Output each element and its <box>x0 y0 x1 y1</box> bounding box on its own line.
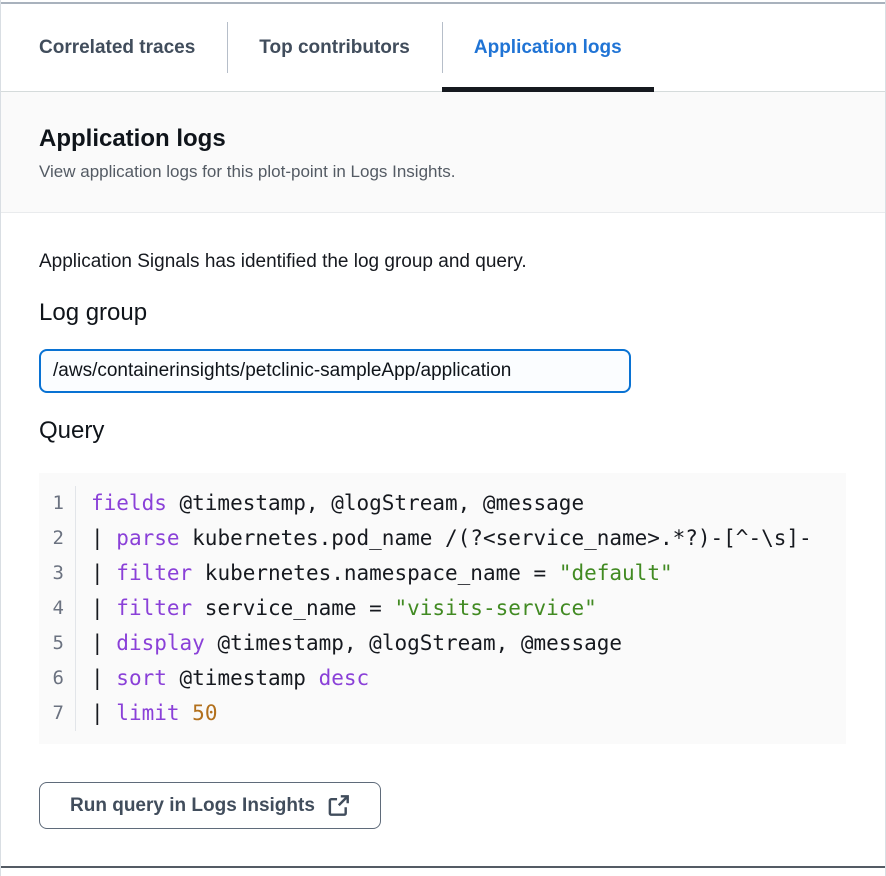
log-group-heading: Log group <box>39 299 148 326</box>
tab-top-contributors[interactable]: Top contributors <box>227 4 442 91</box>
panel-bottom-divider <box>1 866 885 868</box>
query-line: | filter kubernetes.namespace_name = "de… <box>91 561 673 585</box>
line-number: 4 <box>52 597 64 619</box>
query-line: | limit 50 <box>91 701 218 725</box>
panel-content: Application Signals has identified the l… <box>1 213 885 829</box>
query-heading: Query <box>39 417 105 444</box>
line-number: 1 <box>52 492 64 514</box>
line-number: 5 <box>52 632 64 654</box>
external-link-icon <box>327 794 350 817</box>
line-number: 7 <box>52 702 64 724</box>
line-number: 6 <box>52 667 64 689</box>
query-line: | sort @timestamp desc <box>91 666 370 690</box>
line-number: 3 <box>52 562 64 584</box>
page-title: Application logs <box>39 125 226 152</box>
query-line: | display @timestamp, @logStream, @messa… <box>91 631 623 655</box>
query-line: fields @timestamp, @logStream, @message <box>91 491 585 515</box>
query-code: fields @timestamp, @logStream, @message |… <box>76 486 846 731</box>
query-editor: 1 2 3 4 5 6 7 fields @timestamp, @logStream, @… <box>39 473 846 744</box>
panel-header: Application logs View application logs f… <box>1 92 885 213</box>
run-query-button-label: Run query in Logs Insights <box>70 794 315 816</box>
line-number-gutter: 1 2 3 4 5 6 7 <box>39 486 76 731</box>
line-number: 2 <box>52 527 64 549</box>
panel-top-divider <box>1 2 885 4</box>
page-subtitle: View application logs for this plot-poin… <box>39 162 456 181</box>
intro-text: Application Signals has identified the l… <box>39 251 527 272</box>
query-line: | filter service_name = "visits-service" <box>91 596 597 620</box>
log-group-input[interactable] <box>39 349 631 393</box>
run-query-button[interactable]: Run query in Logs Insights <box>39 782 381 829</box>
tab-correlated-traces[interactable]: Correlated traces <box>39 36 196 58</box>
tab-application-logs[interactable]: Application logs <box>441 4 654 92</box>
query-line: | parse kubernetes.pod_name /(?<service_… <box>91 526 812 550</box>
